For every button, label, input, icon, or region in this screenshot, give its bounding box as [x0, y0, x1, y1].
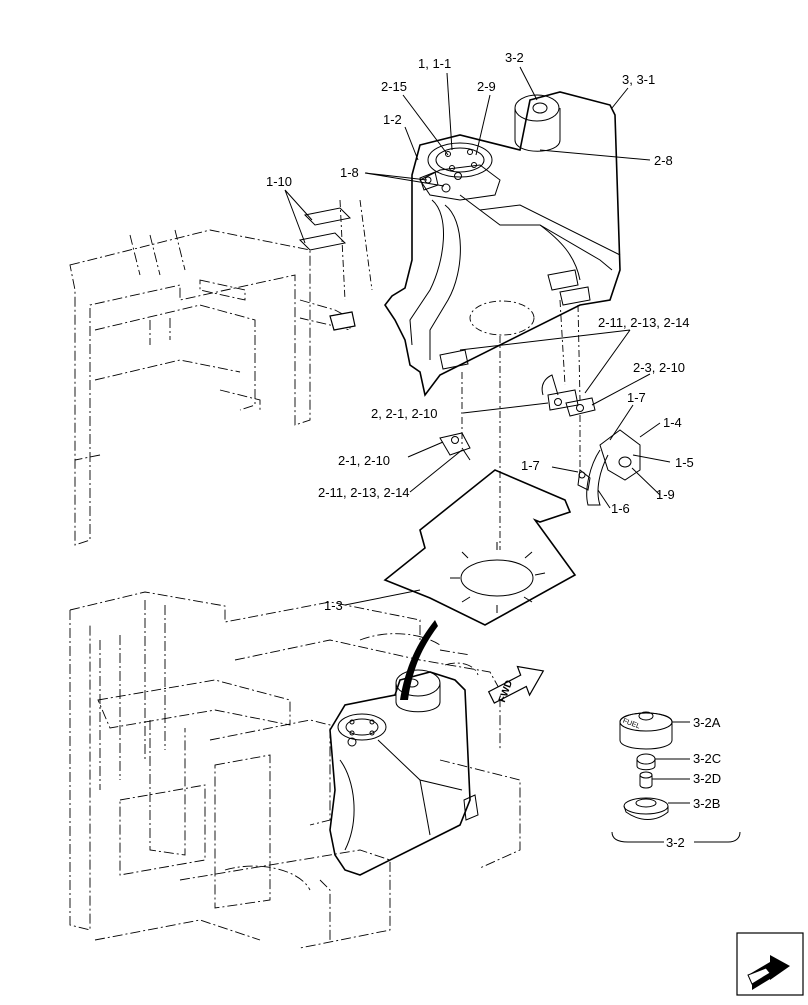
forward-direction-arrow: FWD [487, 665, 545, 704]
callout-2-2-1-2-10: 2, 2-1, 2-10 [371, 406, 438, 421]
callout-3-2c: 3-2C [693, 751, 721, 766]
callout-3-2b: 3-2B [693, 796, 720, 811]
mounting-brackets [439, 374, 596, 461]
callout-3-2: 3-2 [505, 50, 524, 65]
fuel-tank-installed [329, 620, 479, 876]
leader-lines [284, 66, 690, 804]
callout-3-2d: 3-2D [693, 771, 721, 786]
callout-2-15: 2-15 [381, 79, 407, 94]
callout-2-11-2-13-2-14-top: 2-11, 2-13, 2-14 [598, 315, 690, 330]
callout-1-1-1: 1, 1-1 [418, 56, 451, 71]
lower-chassis-frame [69, 591, 521, 949]
callout-3-3-1: 3, 3-1 [622, 72, 655, 87]
fuel-tank-upper [384, 91, 621, 550]
upper-chassis-frame [69, 229, 351, 546]
callout-2-11-2-13-2-14-bottom: 2-11, 2-13, 2-14 [318, 485, 410, 500]
callout-2-8: 2-8 [654, 153, 673, 168]
callout-1-8: 1-8 [340, 165, 359, 180]
callout-1-7-bottom: 1-7 [521, 458, 540, 473]
callout-1-2: 1-2 [383, 112, 402, 127]
fuel-line-assembly [577, 429, 641, 506]
callout-2-9: 2-9 [477, 79, 496, 94]
next-page-arrow-icon[interactable] [736, 932, 804, 996]
callout-1-10: 1-10 [266, 174, 292, 189]
fuel-cap-text: FUEL [622, 718, 641, 731]
callout-3-2a: 3-2A [693, 715, 721, 730]
heat-shield-plate [383, 469, 577, 626]
spacer-plates [298, 199, 373, 331]
callout-2-1-2-10: 2-1, 2-10 [338, 453, 390, 468]
callout-1-7-top: 1-7 [627, 390, 646, 405]
callout-3-2-group: 3-2 [666, 835, 685, 850]
callout-1-5: 1-5 [675, 455, 694, 470]
callout-1-3: 1-3 [324, 598, 343, 613]
callout-1-4: 1-4 [663, 415, 682, 430]
callout-labels: 1, 1-1 3-2 3, 3-1 2-15 2-9 1-2 2-8 1-8 1… [266, 50, 721, 850]
callout-2-3-2-10: 2-3, 2-10 [633, 360, 685, 375]
callout-1-9: 1-9 [656, 487, 675, 502]
callout-1-6: 1-6 [611, 501, 630, 516]
